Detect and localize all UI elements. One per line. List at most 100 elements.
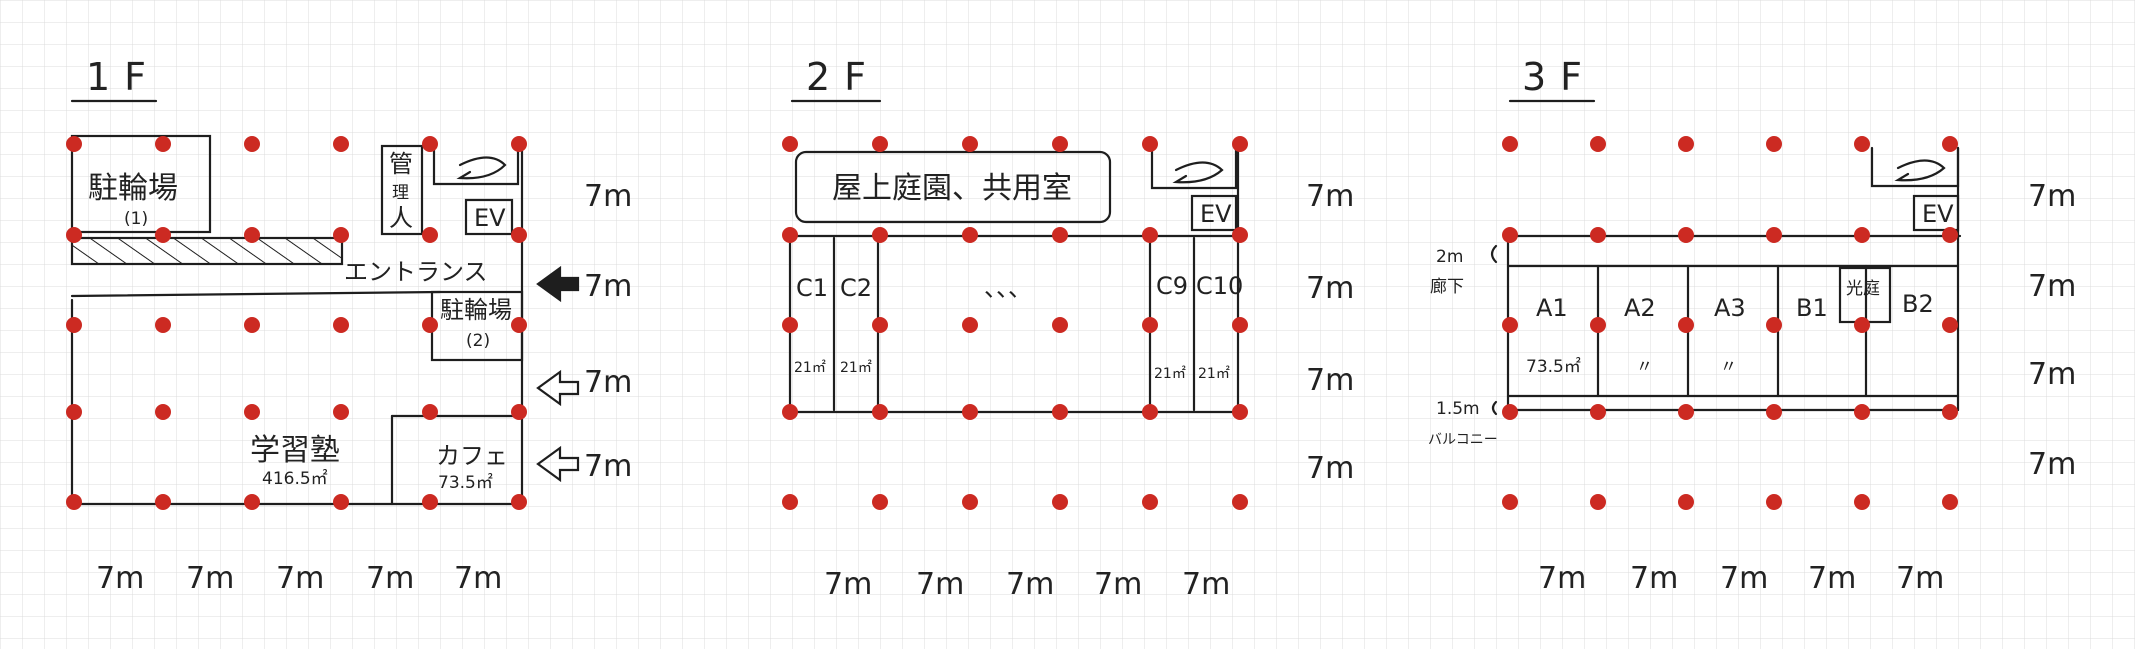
unit-c2-label: C2 (840, 274, 872, 302)
unit-a2-label: A2 (1624, 294, 1656, 322)
column-dot (1232, 494, 1248, 510)
column-dot (1052, 494, 1068, 510)
column-dot (1854, 494, 1870, 510)
cafe-area: 73.5㎡ (438, 473, 493, 493)
column-dot (244, 494, 260, 510)
column-dot (1502, 136, 1518, 152)
column-dot (782, 494, 798, 510)
column-dot (511, 494, 527, 510)
column-dot (155, 136, 171, 152)
col-dimension-3f-1: 7m (1538, 561, 1586, 596)
column-dot (511, 227, 527, 243)
column-dot (1854, 136, 1870, 152)
col-dimension-1f-5: 7m (454, 561, 502, 596)
column-dot (511, 136, 527, 152)
floor-title-1f: 1F (86, 55, 160, 99)
column-dot (244, 136, 260, 152)
row-dimension-1f-4: 7m (584, 449, 632, 484)
column-dot (1766, 494, 1782, 510)
unit-c2-area: 21㎡ (840, 360, 872, 376)
column-dots (66, 136, 1958, 510)
row-dimension-1f-2: 7m (584, 269, 632, 304)
study-school-label: 学習塾 (250, 433, 340, 468)
column-dot (1678, 404, 1694, 420)
col-dimension-1f-2: 7m (186, 561, 234, 596)
column-dot (155, 227, 171, 243)
unit-c1-label: C1 (796, 274, 828, 302)
column-dot (1942, 317, 1958, 333)
column-dot (1942, 494, 1958, 510)
hatched-strip (70, 236, 344, 266)
column-dot (155, 494, 171, 510)
unit-b1-label: B1 (1796, 294, 1828, 322)
column-dot (66, 404, 82, 420)
col-dimension-2f-4: 7m (1094, 567, 1142, 602)
entrance-wall-top (70, 290, 442, 298)
column-dot (1052, 404, 1068, 420)
row-dimension-2f-2: 7m (1306, 271, 1354, 306)
unit-c9-label: C9 (1156, 272, 1188, 300)
column-dot (333, 136, 349, 152)
ellipsis-label: 、、、 (984, 274, 1032, 302)
elevator-1f (464, 198, 514, 236)
entrance-arrow-4 (536, 445, 580, 483)
column-dot (1942, 227, 1958, 243)
col-dimension-2f-2: 7m (916, 567, 964, 602)
column-dot (872, 404, 888, 420)
column-dot (1142, 404, 1158, 420)
column-dot (1142, 136, 1158, 152)
stair-box-1f (432, 144, 520, 186)
management-label-3: 人 (389, 204, 413, 232)
column-dot (1502, 494, 1518, 510)
corridor-width-label: 2m (1436, 247, 1463, 267)
row-dimension-2f-1: 7m (1306, 179, 1354, 214)
column-dot (66, 227, 82, 243)
bike-parking-2-number: (2) (466, 331, 490, 351)
row-dimension-1f-3: 7m (584, 365, 632, 400)
column-dot (1502, 404, 1518, 420)
column-dot (1142, 494, 1158, 510)
stair-arrow-1f (456, 156, 507, 180)
column-dot (1232, 317, 1248, 333)
column-dot (962, 136, 978, 152)
row-dimension-2f-4: 7m (1306, 451, 1354, 486)
row-dimension-3f-4: 7m (2028, 447, 2076, 482)
column-dot (333, 227, 349, 243)
roof-garden-room (794, 150, 1112, 224)
management-room (380, 144, 424, 236)
roof-garden-label: 屋上庭園、共用室 (832, 171, 1072, 206)
column-dot (1678, 317, 1694, 333)
column-dot (244, 227, 260, 243)
unit-a1-label: A1 (1536, 294, 1568, 322)
unit-c10-label: C10 (1196, 272, 1243, 300)
balcony-bracket (1491, 400, 1498, 416)
column-dot (66, 317, 82, 333)
light-court-label: 光庭 (1846, 279, 1880, 299)
column-dot (422, 494, 438, 510)
column-dot (1678, 227, 1694, 243)
column-dot (511, 317, 527, 333)
column-dot (1678, 136, 1694, 152)
column-dot (422, 317, 438, 333)
column-dot (1052, 136, 1068, 152)
row-dimension-3f-1: 7m (2028, 179, 2076, 214)
stair-box-2f (1150, 148, 1238, 190)
floor-title-3f: 3F (1522, 55, 1596, 99)
column-dot (244, 317, 260, 333)
column-dot (1590, 227, 1606, 243)
column-dot (1590, 136, 1606, 152)
entrance-arrow-3 (536, 369, 580, 407)
column-dot (333, 494, 349, 510)
floor-2f: 2F 屋上庭園、共用室 EV C1 C2 、、、 C9 C10 21㎡ 21㎡ … (788, 55, 1354, 602)
elevator-label-3f: EV (1922, 200, 1954, 228)
column-dot (782, 404, 798, 420)
column-dot (1766, 227, 1782, 243)
column-dot (1052, 227, 1068, 243)
column-dot (962, 227, 978, 243)
column-dot (872, 494, 888, 510)
column-dot (1142, 227, 1158, 243)
unit-a3-ditto: 〃 (1720, 357, 1737, 377)
elevator-label-2f: EV (1200, 200, 1232, 228)
management-label-1: 管 (389, 150, 413, 178)
